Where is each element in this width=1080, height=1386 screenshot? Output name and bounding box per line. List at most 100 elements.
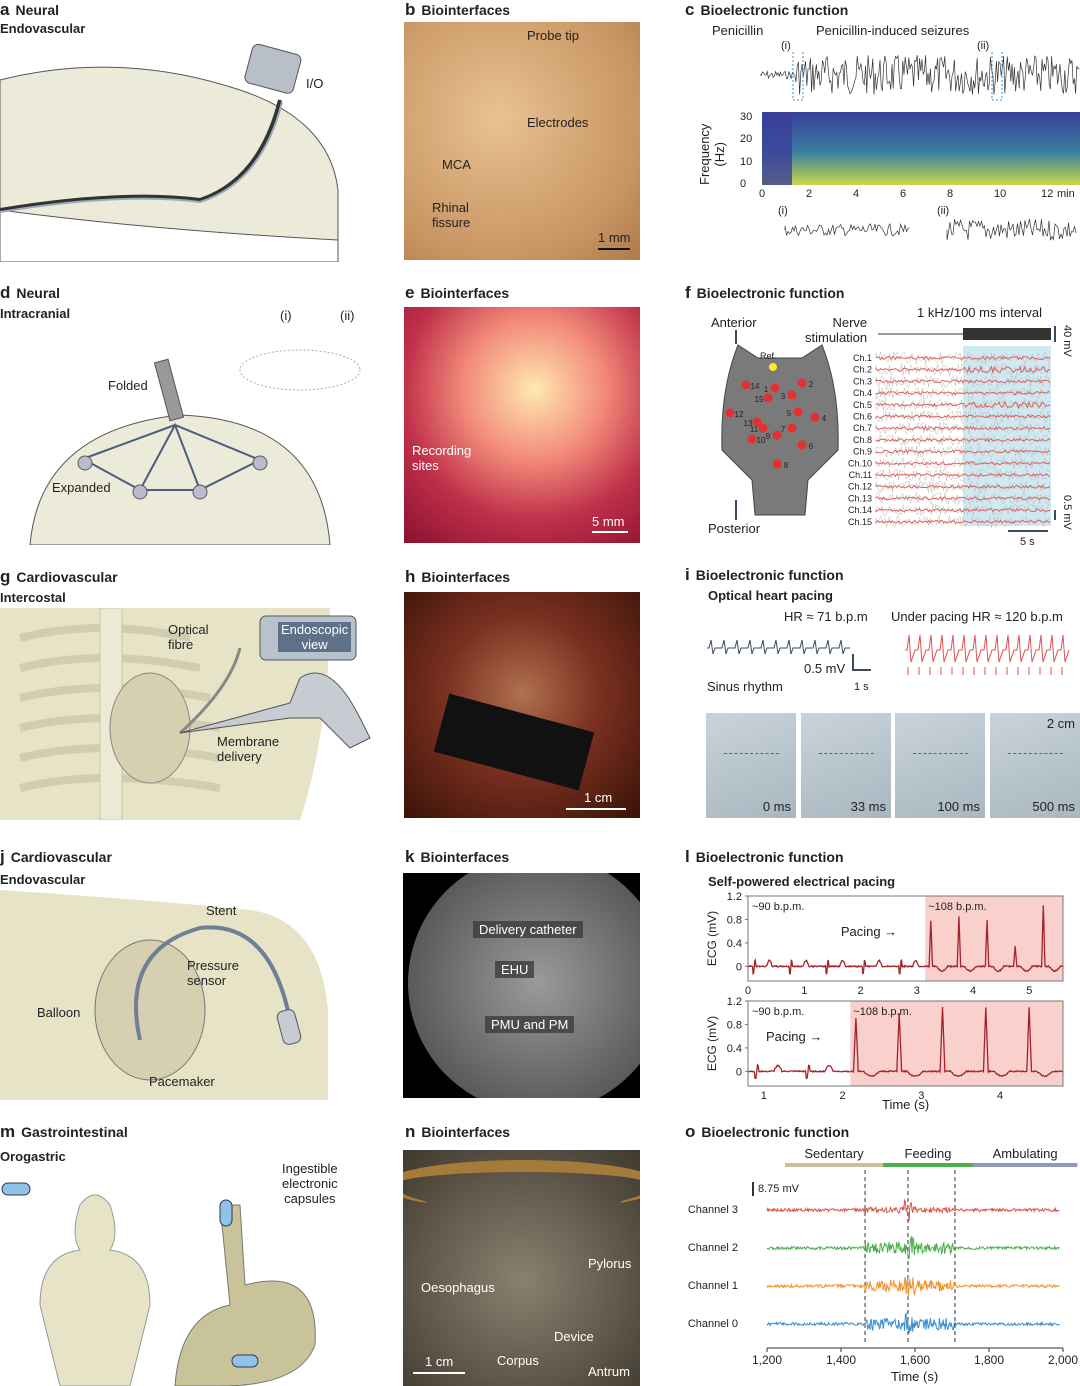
inset-ii-label: (ii) [937, 205, 950, 217]
panel-title: Cardiovascular [16, 569, 118, 585]
frequency-axis-label: Frequency (Hz) [697, 123, 727, 185]
panel-l-subtitle: Self-powered electrical pacing [708, 874, 896, 889]
y-tick-label: 0.8 [727, 914, 742, 926]
device-label: Device [554, 1329, 594, 1344]
frame-time: 33 ms [850, 799, 886, 814]
panel-title: Neural [16, 285, 60, 301]
pylorus-label: Pylorus [588, 1256, 632, 1271]
channel-label: Ch.15 [848, 517, 872, 527]
gastrointestinal-illustration [1, 1182, 316, 1386]
channel-label: Channel 3 [688, 1204, 738, 1216]
seizure-trace [760, 54, 1080, 95]
x-tick: 0 [759, 188, 766, 200]
y-tick: 10 [740, 155, 753, 168]
panel-m-subtitle: Orogastric [0, 1149, 66, 1164]
x-unit-label: min [1057, 188, 1075, 200]
channel-trace [766, 1276, 1060, 1298]
5s-scale-label: 5 s [1020, 536, 1035, 548]
heart-pacing-traces [707, 634, 1070, 675]
inset-trace [784, 222, 910, 237]
folded-device [153, 358, 185, 422]
panel-title: Biointerfaces [421, 2, 511, 18]
io-label: I/O [306, 76, 324, 91]
panel-title: Biointerfaces [420, 285, 510, 301]
frame-33ms: 33 ms [801, 713, 891, 818]
electrode-dot [772, 459, 782, 469]
body [39, 1194, 151, 1386]
panel-title: Gastrointestinal [21, 1124, 128, 1140]
frame-100ms: 100 ms [895, 713, 985, 818]
y-tick-label: 0.8 [727, 1019, 742, 1031]
filtered-trace [875, 425, 1051, 431]
panel-letter: b [405, 0, 416, 19]
membrane-delivery-label: Membrane delivery [217, 734, 280, 764]
heart-photo: 1 cm [404, 592, 640, 818]
channel-label: Channel 2 [688, 1242, 738, 1254]
phase-bar [972, 1163, 1078, 1167]
filtered-trace [875, 507, 1051, 513]
capsule [231, 1354, 259, 1368]
frame-0ms: 0 ms [706, 713, 796, 818]
panel-letter: k [405, 847, 415, 866]
sinus-hr-label: HR ≈ 71 b.p.m [784, 609, 868, 624]
x-tick-label: 1 [801, 985, 807, 997]
pacemaker-label: Pacemaker [149, 1074, 215, 1089]
electrode-number: 8 [784, 461, 789, 470]
electrode-dot [772, 430, 782, 440]
filtered-trace [875, 484, 1051, 490]
y-axis-label: ECG (mV) [705, 1016, 719, 1071]
channel-trace [766, 1235, 1060, 1260]
electrode-number: 9 [766, 432, 771, 441]
y-tick-label: 0.4 [727, 1043, 742, 1055]
x-tick-label: 1,400 [826, 1353, 856, 1367]
endoscopy-photo: Oesophagus Pylorus Device Corpus Antrum … [403, 1150, 640, 1386]
filtered-trace [875, 519, 1051, 524]
capsules-label: Ingestible electronic capsules [282, 1161, 338, 1206]
x-tick-label: 0 [745, 985, 751, 997]
electrode-number: 12 [735, 410, 744, 419]
filtered-trace [875, 472, 1051, 478]
y-tick-label: 0 [736, 1066, 742, 1078]
channel-label: Channel 1 [688, 1280, 738, 1292]
scale-bar [413, 1372, 465, 1374]
scale-bar-label: 1 mm [598, 230, 631, 245]
channel-label: Ch.8 [853, 435, 872, 445]
time-scale-label: 1 s [854, 681, 869, 693]
inset-i-box [792, 50, 804, 101]
electrode-dot [797, 440, 807, 450]
filtered-trace [875, 365, 1051, 375]
spectrogram [762, 112, 1080, 185]
delivery-gun [179, 672, 371, 749]
panel-title: Biointerfaces [421, 569, 511, 585]
panel-letter: j [0, 847, 5, 866]
channel-label: Ch.10 [848, 458, 872, 468]
seizures-label: Penicillin-induced seizures [816, 23, 970, 38]
y-tick-label: 0.4 [727, 938, 742, 950]
raw-trace [875, 433, 1051, 447]
post-pacing-rate: ~108 b.p.m. [853, 1006, 911, 1018]
pacemaker-device [276, 1009, 302, 1045]
brain-vessel-illustration [0, 43, 339, 262]
inset-ii-label: (ii) [340, 308, 355, 323]
panel-title: Bioelectronic function [700, 2, 849, 18]
channel-label: Ch.5 [853, 400, 872, 410]
pacing-hr-label: Under pacing HR ≈ 120 b.p.m [891, 609, 1063, 624]
capsule [1, 1182, 31, 1196]
x-tick: 12 [1041, 188, 1054, 200]
scale-bar [852, 654, 871, 671]
05mv-scale-label: 0.5 mV [1061, 495, 1073, 530]
x-tick-label: 3 [914, 985, 920, 997]
heart [94, 939, 206, 1081]
antrum-label: Antrum [588, 1364, 630, 1379]
panel-letter: f [685, 283, 691, 302]
x-tick-label: 4 [970, 985, 976, 997]
rhinal-fissure-label: Rhinal fissure [432, 200, 471, 230]
filtered-trace [875, 400, 1051, 410]
ecg-trace [747, 1006, 1063, 1080]
panel-d-subtitle: Intracranial [0, 306, 71, 321]
electrode-dot [770, 383, 780, 393]
inset-trace [946, 218, 1077, 241]
